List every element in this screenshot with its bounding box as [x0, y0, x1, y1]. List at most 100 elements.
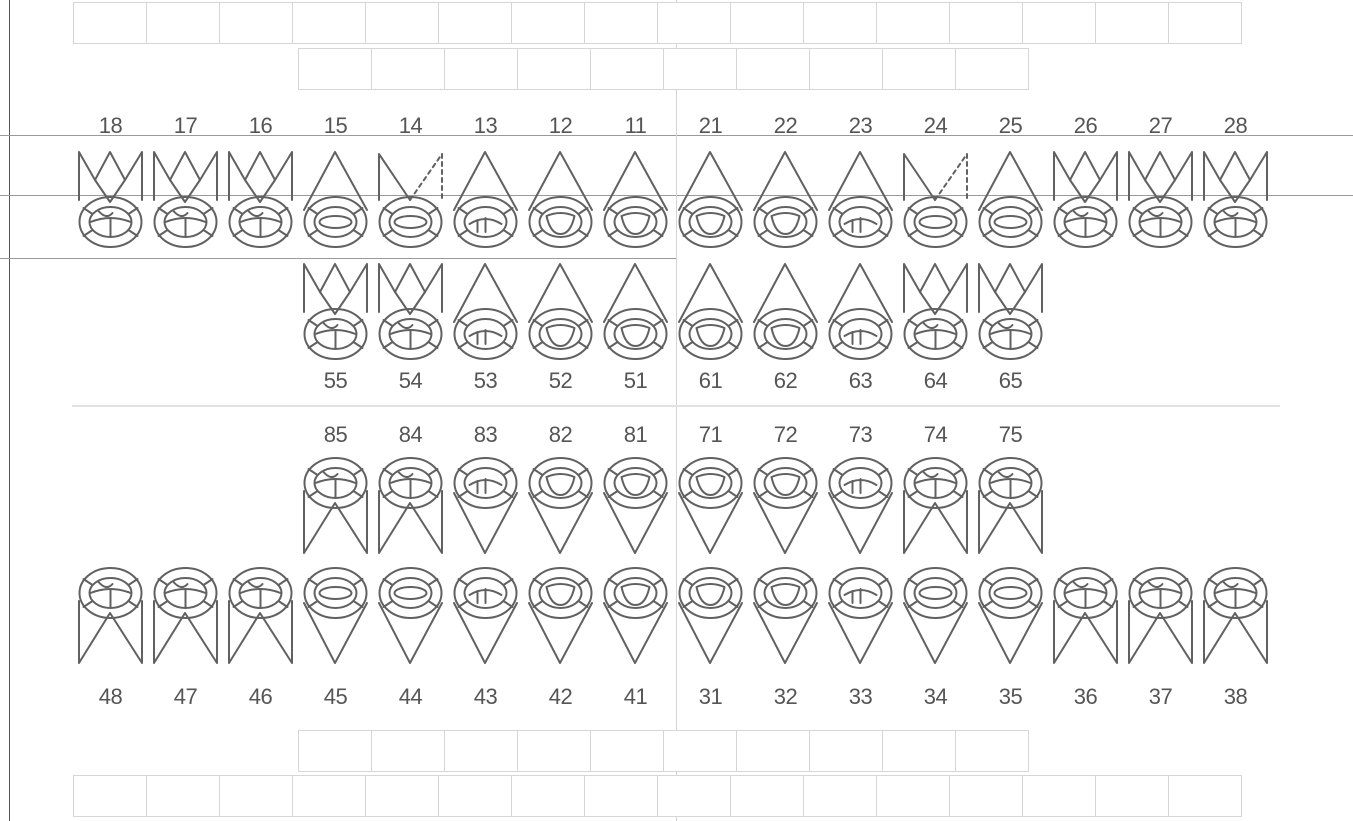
note-cell[interactable]	[809, 48, 883, 90]
note-cell[interactable]	[292, 775, 366, 817]
note-cell[interactable]	[663, 730, 737, 772]
tooth-molar[interactable]	[298, 262, 373, 362]
tooth-incisor[interactable]	[523, 262, 598, 362]
note-cell[interactable]	[955, 48, 1029, 90]
tooth-molar[interactable]	[73, 565, 148, 665]
note-cell[interactable]	[882, 730, 956, 772]
note-cell[interactable]	[809, 730, 883, 772]
tooth-incisor[interactable]	[598, 455, 673, 555]
tooth-canine[interactable]	[823, 262, 898, 362]
note-cell[interactable]	[444, 48, 518, 90]
note-cell[interactable]	[955, 730, 1029, 772]
tooth-molar[interactable]	[898, 262, 973, 362]
tooth-molar[interactable]	[148, 565, 223, 665]
note-cell[interactable]	[657, 2, 731, 44]
tooth-incisor[interactable]	[598, 150, 673, 250]
note-cell[interactable]	[803, 2, 877, 44]
tooth-canine[interactable]	[448, 455, 523, 555]
tooth-molar[interactable]	[898, 455, 973, 555]
tooth-incisor[interactable]	[673, 262, 748, 362]
note-cell[interactable]	[1095, 775, 1169, 817]
tooth-incisor[interactable]	[748, 455, 823, 555]
note-cell[interactable]	[876, 775, 950, 817]
tooth-canine[interactable]	[823, 455, 898, 555]
note-cell[interactable]	[590, 48, 664, 90]
tooth-premolar[interactable]	[898, 565, 973, 665]
tooth-canine[interactable]	[448, 150, 523, 250]
note-cell[interactable]	[444, 730, 518, 772]
tooth-molar[interactable]	[1048, 150, 1123, 250]
tooth-molar[interactable]	[1123, 150, 1198, 250]
note-cell[interactable]	[1022, 2, 1096, 44]
tooth-molar[interactable]	[223, 150, 298, 250]
note-cell[interactable]	[876, 2, 950, 44]
note-cell[interactable]	[146, 2, 220, 44]
tooth-incisor[interactable]	[748, 262, 823, 362]
note-cell[interactable]	[1022, 775, 1096, 817]
note-cell[interactable]	[219, 775, 293, 817]
tooth-molar[interactable]	[373, 455, 448, 555]
tooth-canine[interactable]	[448, 565, 523, 665]
note-cell[interactable]	[1168, 775, 1242, 817]
note-cell[interactable]	[511, 775, 585, 817]
note-cell[interactable]	[298, 48, 372, 90]
tooth-premolar-partial[interactable]	[898, 150, 973, 250]
tooth-molar[interactable]	[148, 150, 223, 250]
note-cell[interactable]	[438, 2, 512, 44]
tooth-canine[interactable]	[823, 150, 898, 250]
note-cell[interactable]	[949, 775, 1023, 817]
tooth-molar[interactable]	[973, 455, 1048, 555]
tooth-molar[interactable]	[373, 262, 448, 362]
tooth-canine[interactable]	[448, 262, 523, 362]
note-cell[interactable]	[584, 775, 658, 817]
tooth-premolar[interactable]	[298, 150, 373, 250]
note-cell[interactable]	[292, 2, 366, 44]
tooth-premolar[interactable]	[298, 565, 373, 665]
tooth-molar[interactable]	[973, 262, 1048, 362]
tooth-molar[interactable]	[73, 150, 148, 250]
tooth-molar[interactable]	[1198, 565, 1273, 665]
tooth-incisor[interactable]	[748, 565, 823, 665]
note-cell[interactable]	[371, 730, 445, 772]
tooth-molar[interactable]	[1198, 150, 1273, 250]
tooth-premolar[interactable]	[973, 150, 1048, 250]
tooth-incisor[interactable]	[673, 565, 748, 665]
tooth-incisor[interactable]	[598, 565, 673, 665]
note-cell[interactable]	[803, 775, 877, 817]
note-cell[interactable]	[1168, 2, 1242, 44]
note-cell[interactable]	[730, 2, 804, 44]
tooth-premolar[interactable]	[373, 565, 448, 665]
note-cell[interactable]	[511, 2, 585, 44]
note-cell[interactable]	[949, 2, 1023, 44]
tooth-molar[interactable]	[1123, 565, 1198, 665]
note-cell[interactable]	[590, 730, 664, 772]
note-cell[interactable]	[730, 775, 804, 817]
note-cell[interactable]	[1095, 2, 1169, 44]
note-cell[interactable]	[438, 775, 512, 817]
tooth-incisor[interactable]	[523, 565, 598, 665]
note-cell[interactable]	[736, 730, 810, 772]
tooth-incisor[interactable]	[523, 455, 598, 555]
note-cell[interactable]	[657, 775, 731, 817]
tooth-incisor[interactable]	[748, 150, 823, 250]
note-cell[interactable]	[517, 730, 591, 772]
tooth-incisor[interactable]	[523, 150, 598, 250]
note-cell[interactable]	[663, 48, 737, 90]
note-cell[interactable]	[365, 2, 439, 44]
note-cell[interactable]	[517, 48, 591, 90]
note-cell[interactable]	[146, 775, 220, 817]
tooth-incisor[interactable]	[673, 455, 748, 555]
note-cell[interactable]	[73, 2, 147, 44]
note-cell[interactable]	[882, 48, 956, 90]
tooth-incisor[interactable]	[673, 150, 748, 250]
note-cell[interactable]	[73, 775, 147, 817]
note-cell[interactable]	[365, 775, 439, 817]
note-cell[interactable]	[736, 48, 810, 90]
tooth-molar[interactable]	[223, 565, 298, 665]
tooth-molar[interactable]	[298, 455, 373, 555]
tooth-molar[interactable]	[1048, 565, 1123, 665]
note-cell[interactable]	[298, 730, 372, 772]
note-cell[interactable]	[219, 2, 293, 44]
tooth-incisor[interactable]	[598, 262, 673, 362]
tooth-premolar-partial[interactable]	[373, 150, 448, 250]
